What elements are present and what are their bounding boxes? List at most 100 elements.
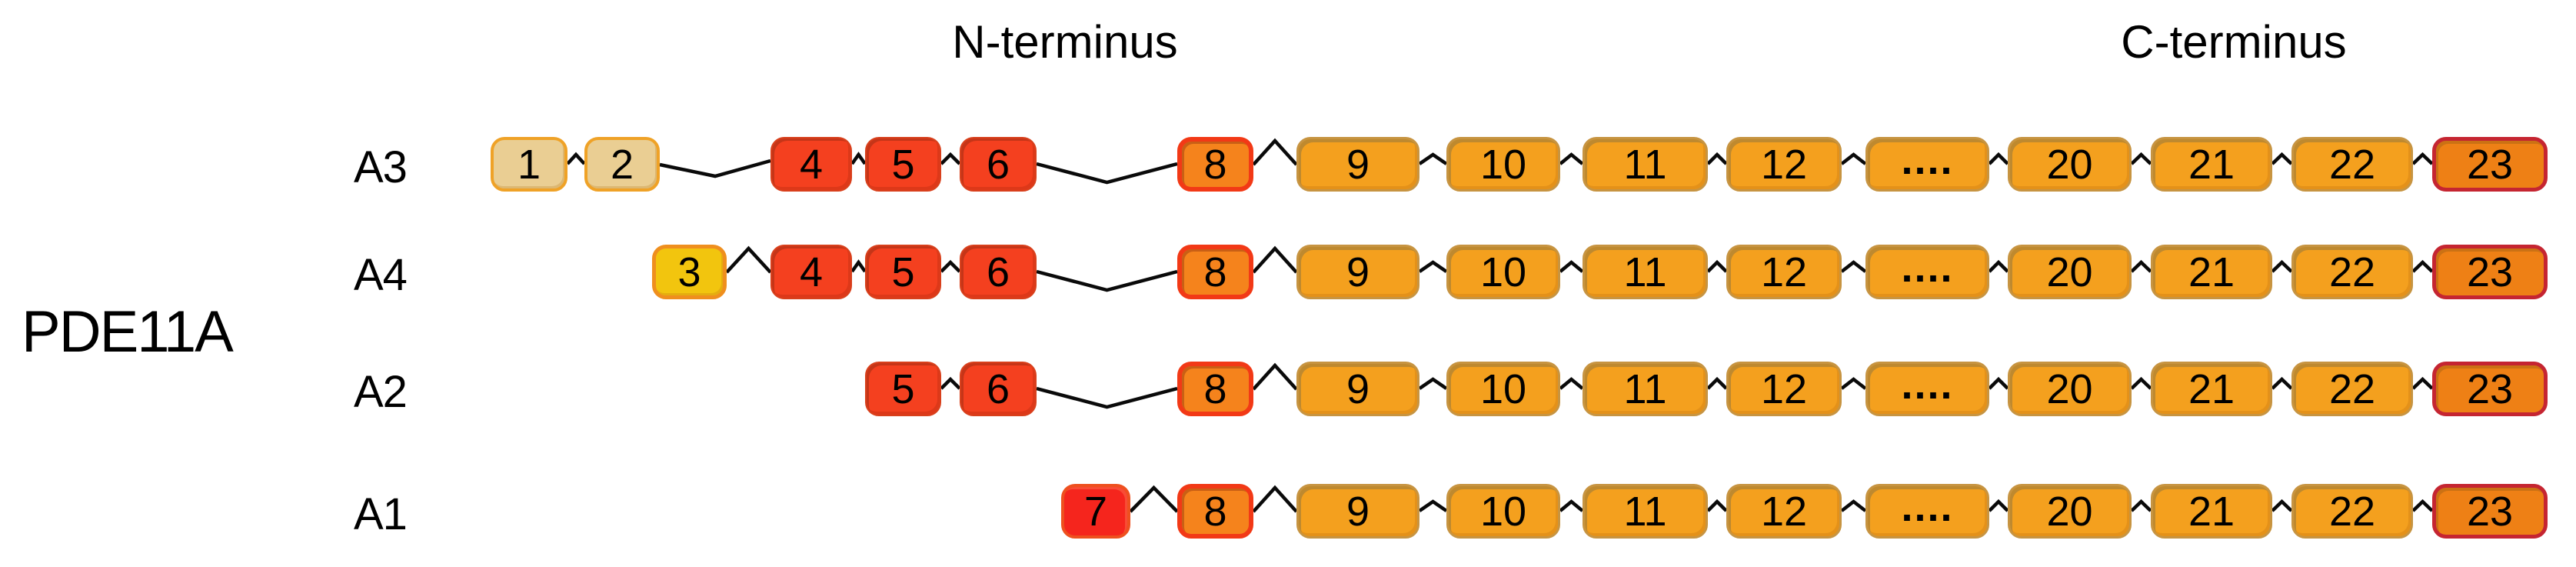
intron-connector [1418, 377, 1448, 390]
exon-number: 20 [2046, 488, 2093, 535]
exon-dots: .... [1865, 484, 1989, 539]
exon-number: 8 [1203, 488, 1227, 535]
intron-connector [1418, 499, 1448, 512]
intron-connector [2130, 259, 2152, 273]
exon-number: 22 [2328, 488, 2376, 535]
exon-9: 9 [1296, 137, 1419, 192]
exon-number: 4 [799, 141, 824, 188]
exon-number: .... [1901, 136, 1954, 183]
intron-connector [1559, 377, 1584, 390]
exon-number: 9 [1346, 248, 1370, 295]
exon-number: 11 [1623, 141, 1667, 188]
exon-12: 12 [1726, 362, 1842, 416]
exon-number: 9 [1346, 141, 1370, 188]
exon-number: 22 [2328, 365, 2376, 412]
intron-connector [1418, 260, 1448, 273]
exon-11: 11 [1583, 484, 1708, 539]
intron-connector [2411, 259, 2434, 273]
intron-connector [725, 245, 772, 274]
exon-3: 3 [652, 245, 727, 299]
isoform-label-A1: A1 [354, 489, 408, 539]
exon-11: 11 [1583, 362, 1708, 416]
n-terminus-label: N-terminus [952, 16, 1178, 68]
isoform-label-A2: A2 [354, 367, 408, 417]
exon-6: 6 [960, 362, 1037, 416]
exon-number: 1 [517, 141, 541, 188]
intron-connector [2271, 499, 2293, 512]
intron-connector [850, 152, 867, 165]
intron-connector [1706, 499, 1728, 512]
exon-number: 23 [2466, 141, 2514, 188]
exon-4: 4 [770, 137, 852, 192]
exon-number: 2 [610, 141, 634, 188]
exon-1: 1 [491, 137, 567, 192]
exon-20: 20 [2008, 245, 2132, 299]
exon-20: 20 [2008, 137, 2132, 192]
exon-number: 5 [891, 248, 915, 295]
exon-number: 6 [986, 141, 1010, 188]
exon-number: 23 [2466, 365, 2514, 412]
intron-connector [940, 259, 961, 273]
exon-number: .... [1901, 361, 1954, 408]
intron-connector [850, 259, 867, 273]
exon-number: 4 [799, 248, 824, 295]
exon-23: 23 [2432, 137, 2548, 192]
exon-number: 8 [1203, 365, 1227, 412]
exon-11: 11 [1583, 245, 1708, 299]
exon-number: .... [1901, 244, 1954, 291]
exon-21: 21 [2151, 245, 2272, 299]
intron-connector [1840, 152, 1867, 165]
exon-12: 12 [1726, 137, 1842, 192]
exon-number: 21 [2188, 248, 2235, 295]
exon-9: 9 [1296, 362, 1419, 416]
exon-number: 22 [2328, 141, 2376, 188]
intron-connector [1706, 152, 1728, 165]
intron-connector [1036, 386, 1178, 409]
intron-connector [566, 152, 586, 165]
exon-22: 22 [2291, 484, 2413, 539]
exon-8: 8 [1177, 245, 1253, 299]
intron-connector [2411, 152, 2434, 165]
exon-number: 8 [1203, 141, 1227, 188]
exon-number: .... [1901, 483, 1954, 530]
intron-connector [1988, 152, 2009, 165]
gene-title: PDE11A [22, 299, 234, 365]
intron-connector [1036, 269, 1178, 292]
exon-12: 12 [1726, 484, 1842, 539]
intron-connector [1840, 260, 1867, 273]
exon-dots: .... [1865, 245, 1989, 299]
exon-7: 7 [1061, 484, 1130, 539]
intron-connector [2130, 499, 2152, 512]
exon-number: 11 [1623, 365, 1667, 412]
exon-6: 6 [960, 245, 1037, 299]
exon-5: 5 [865, 362, 941, 416]
exon-21: 21 [2151, 137, 2272, 192]
exon-number: 10 [1479, 141, 1527, 188]
exon-number: 21 [2188, 488, 2235, 535]
exon-number: 9 [1346, 488, 1370, 535]
intron-connector [1559, 499, 1584, 512]
exon-23: 23 [2432, 484, 2548, 539]
intron-connector [1129, 485, 1179, 513]
exon-8: 8 [1177, 362, 1253, 416]
exon-23: 23 [2432, 245, 2548, 299]
intron-connector [1252, 138, 1298, 166]
exon-number: 12 [1760, 365, 1808, 412]
exon-number: 3 [677, 248, 701, 295]
exon-20: 20 [2008, 362, 2132, 416]
exon-10: 10 [1446, 245, 1560, 299]
exon-number: 8 [1203, 248, 1227, 295]
exon-number: 12 [1760, 488, 1808, 535]
intron-connector [1418, 152, 1448, 165]
exon-number: 10 [1479, 488, 1527, 535]
exon-20: 20 [2008, 484, 2132, 539]
exon-number: 20 [2046, 141, 2093, 188]
isoform-label-A4: A4 [354, 250, 408, 300]
exon-10: 10 [1446, 484, 1560, 539]
exon-12: 12 [1726, 245, 1842, 299]
exon-9: 9 [1296, 245, 1419, 299]
exon-dots: .... [1865, 362, 1989, 416]
intron-connector [1559, 152, 1584, 165]
intron-connector [1252, 485, 1298, 513]
